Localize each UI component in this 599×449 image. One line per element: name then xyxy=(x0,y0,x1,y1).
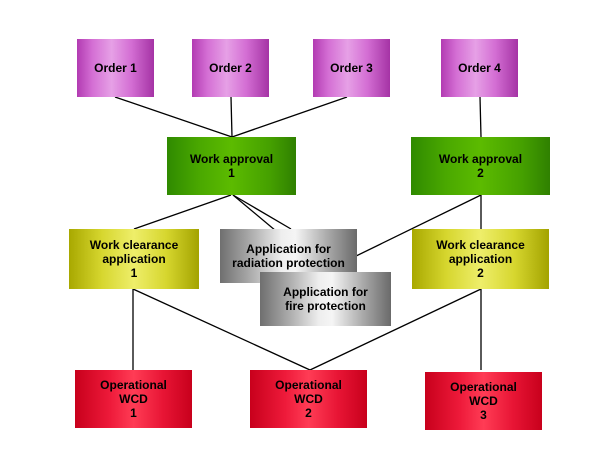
work-clearance-2-box: Work clearance application 2 xyxy=(412,229,549,289)
fire-application-box: Application for fire protection xyxy=(260,272,391,326)
operational-wcd-2-label: Operational WCD 2 xyxy=(275,378,342,420)
connector-approval2-radiation xyxy=(351,194,482,259)
operational-wcd-1-label: Operational WCD 1 xyxy=(100,378,167,420)
connector-clearance2-wcd2 xyxy=(309,288,482,371)
work-clearance-2-label: Work clearance application 2 xyxy=(436,238,525,280)
radiation-application-label: Application for radiation protection xyxy=(232,242,345,270)
connector-order4-approval2 xyxy=(479,96,482,138)
work-approval-1-box: Work approval 1 xyxy=(167,137,296,195)
work-clearance-1-label: Work clearance application 1 xyxy=(89,238,179,280)
order-4-box: Order 4 xyxy=(441,39,518,97)
order-2-label: Order 2 xyxy=(209,61,252,75)
work-approval-2-label: Work approval 2 xyxy=(438,152,523,180)
connector-clearance1-wcd2 xyxy=(132,288,311,371)
operational-wcd-1-box: Operational WCD 1 xyxy=(75,370,192,428)
order-2-box: Order 2 xyxy=(192,39,269,97)
connector-order3-approval1 xyxy=(231,96,348,138)
connector-approval1-clearance1 xyxy=(133,194,232,230)
order-3-label: Order 3 xyxy=(330,61,373,75)
order-1-label: Order 1 xyxy=(94,61,137,75)
connector-order1-approval1 xyxy=(114,96,233,138)
connectors xyxy=(114,96,482,371)
connector-order2-approval1 xyxy=(230,96,233,138)
order-1-box: Order 1 xyxy=(77,39,154,97)
operational-wcd-2-box: Operational WCD 2 xyxy=(250,370,367,428)
fire-application-label: Application for fire protection xyxy=(283,285,368,313)
connector-approval1-radiation xyxy=(232,194,292,230)
operational-wcd-3-label: Operational WCD 3 xyxy=(450,380,517,422)
operational-wcd-3-box: Operational WCD 3 xyxy=(425,372,542,430)
order-4-label: Order 4 xyxy=(458,61,501,75)
work-clearance-1-box: Work clearance application 1 xyxy=(69,229,199,289)
work-approval-2-box: Work approval 2 xyxy=(411,137,550,195)
order-3-box: Order 3 xyxy=(313,39,390,97)
work-approval-1-label: Work approval 1 xyxy=(189,152,274,180)
